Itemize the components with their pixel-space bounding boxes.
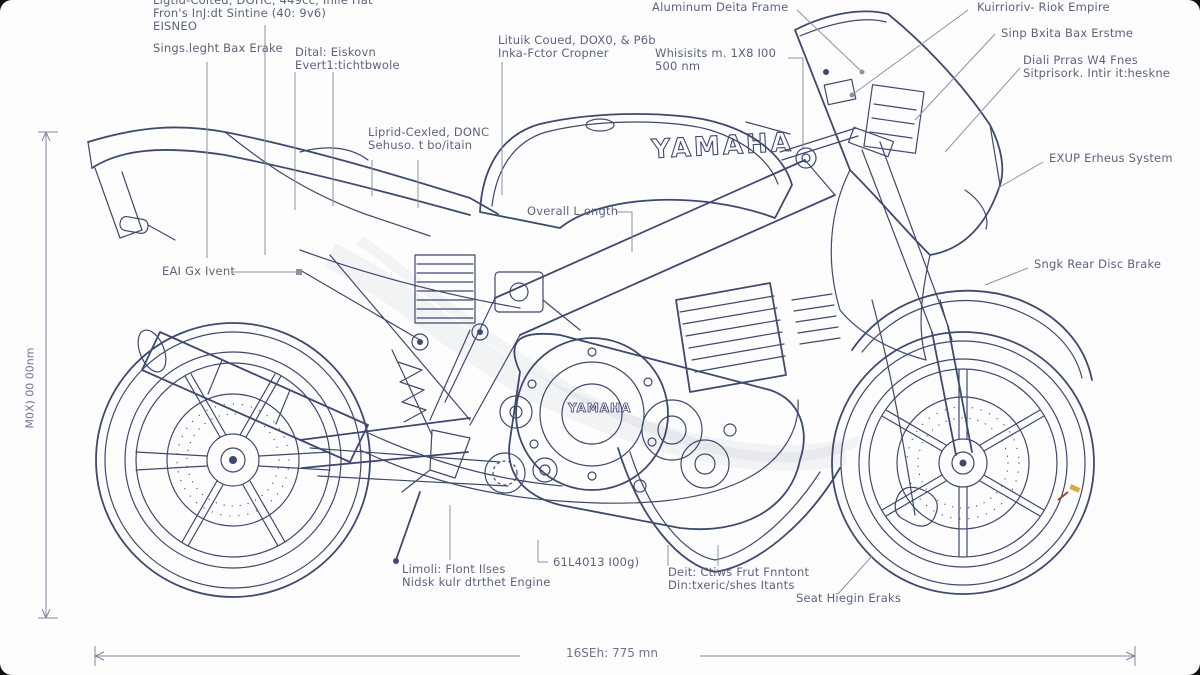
watermark — [324, 235, 863, 471]
callout-whisisits: Whisisits m. 1X8 I00 500 nm — [655, 46, 777, 73]
frame — [299, 159, 836, 564]
callout-overall-length: Overall L.ongth — [527, 204, 619, 218]
overall-length-dimension-label: 16SEh: 775 mn — [566, 646, 658, 660]
belly-pan — [617, 447, 841, 573]
callout-single-rear-disc: Sngk Rear Disc Brake — [1034, 257, 1162, 271]
callout-eai-vent: EAI Gx Ivent — [162, 264, 236, 278]
callout-single-bax-brake: Sings.leght Bax Erake — [153, 41, 283, 55]
callout-kuir-riok: Kuirrioriv- Riok Empire — [977, 0, 1110, 14]
callout-seat-height: Seat Hiegin Eraks — [796, 591, 902, 605]
callout-engine-spec: Ligtid-Coited, DOHC, 449cc, Inlie Hat Fr… — [153, 0, 373, 33]
leader-lines — [206, 9, 1044, 595]
tail-seat — [87, 126, 521, 309]
exhaust — [137, 329, 799, 504]
callout-diali-prras: Diali Prras W4 Fnes Sitprisork. Intir it… — [1023, 53, 1171, 80]
callout-exup-exhaust: EXUP Erheus System — [1049, 151, 1173, 165]
callout-lituik-coued: Lituik Coued, DOX0, & P6b Inka-Fctor Cro… — [498, 33, 656, 60]
callout-aluminum-delta-frame: Aluminum Deita Frame — [652, 0, 789, 14]
overall-height-dimension-label: M0X) 00 00nm — [23, 347, 37, 429]
front-wheel — [831, 331, 1095, 595]
engine: YAMAHA — [508, 282, 841, 530]
callout-dital-eiskovn: Dital: Eiskovn Evert1:tichtbwole — [295, 45, 400, 72]
callout-part-code: 61L4013 I00g) — [553, 555, 640, 569]
engine-badge: YAMAHA — [567, 401, 631, 415]
dimension-lines — [38, 131, 1136, 666]
callout-sinp-bxita: Sinp Bxita Bax Erstme — [1001, 26, 1134, 40]
callout-liprid-cexled: Liprid-Cexled, DONC Sehuso. t bo/itain — [368, 125, 490, 152]
front-fork — [847, 126, 973, 527]
rear-wheel — [95, 322, 371, 598]
callout-limoli-front: Limoli: Flont Ilses Nidsk kulr dtrthet E… — [402, 562, 551, 589]
callout-deit-ctiws: Deit: Ctiws Frut Fnntont Din:txeric/shes… — [668, 565, 810, 592]
tank-logo: YAMAHA — [650, 128, 795, 165]
front-fairing — [745, 10, 1004, 361]
